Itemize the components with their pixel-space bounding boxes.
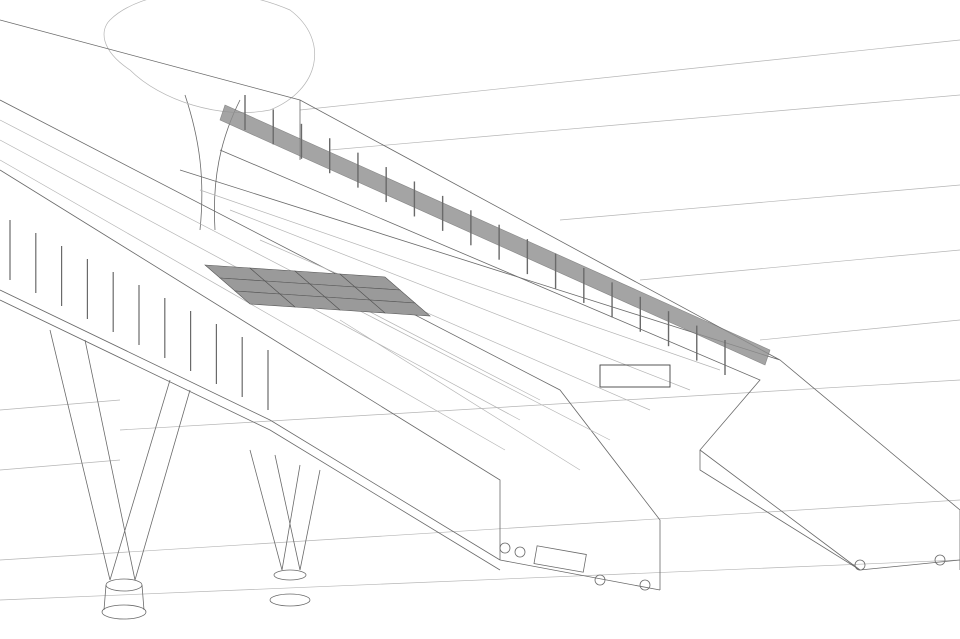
paving-tile [369, 299, 431, 317]
right-railing [219, 95, 771, 375]
background-guide-lines [0, 39, 960, 601]
support-columns [49, 329, 321, 620]
bridge-deck [0, 19, 960, 591]
railing-guard-strip [219, 104, 771, 366]
tree [103, 0, 315, 231]
left-railing [9, 220, 269, 410]
paving-panel [204, 264, 431, 317]
end-frames [499, 364, 946, 591]
